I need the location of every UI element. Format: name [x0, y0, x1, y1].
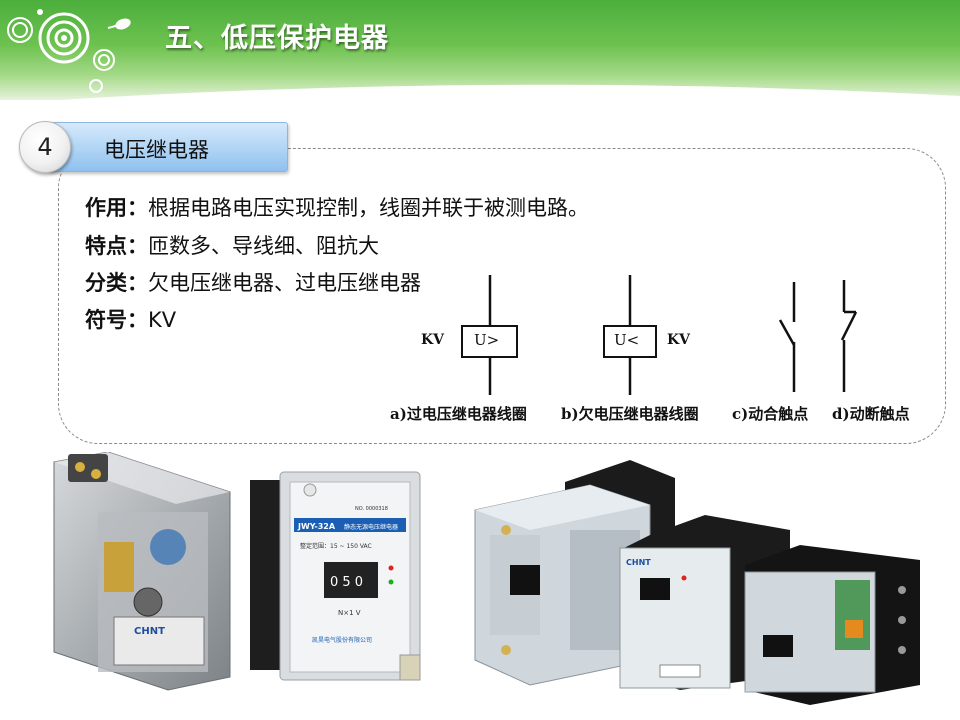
function-text: 根据电路电压实现控制，线圈并联于被测电路。 — [148, 196, 589, 220]
caption-b: b)欠电压继电器线圈 — [561, 405, 699, 423]
relay2-digits: 0 5 0 — [330, 575, 363, 590]
relay2-multiplier: N×1 V — [338, 609, 361, 617]
relay-symbols-diagram — [461, 275, 858, 395]
features-text: 匝数多、导线细、阻抗大 — [148, 234, 379, 258]
coil-a-box — [461, 325, 518, 358]
slide-header — [0, 0, 960, 100]
slide-title: 五、低压保护电器 — [165, 23, 389, 54]
caption-a: a)过电压继电器线圈 — [390, 405, 527, 423]
relay1-brand-mark: CHNT — [134, 626, 165, 637]
nc-contact-blade — [840, 311, 858, 341]
section-title: 电压继电器 — [104, 138, 209, 162]
no-contact-blade — [778, 319, 796, 346]
relay2-range: 整定范围：15 ~ 150 VAC — [300, 542, 372, 550]
function-label: 作用： — [85, 196, 148, 220]
caption-c: c)动合触点 — [732, 405, 809, 423]
features-label: 特点： — [85, 234, 148, 258]
section-number-badge: 4 — [19, 121, 71, 173]
function-line: 作用：根据电路电压实现控制，线圈并联于被测电路。 — [85, 192, 589, 222]
types-label: 分类： — [85, 271, 148, 295]
symbol-line: 符号：KV — [85, 304, 176, 334]
kv-right-label: KV — [667, 332, 691, 348]
relay2-company: 凯昊电气股份有限公司 — [312, 636, 372, 644]
symbol-text: KV — [148, 308, 177, 332]
relay-photo-group: CHNT — [474, 460, 920, 705]
types-text: 欠电压继电器、过电压继电器 — [148, 271, 421, 295]
relay-photo-electromagnetic: CHNT — [53, 452, 231, 691]
coil-a-label: U> — [474, 331, 500, 349]
kv-left-label: KV — [421, 332, 445, 348]
content-box — [58, 148, 946, 444]
header-white-arc — [59, 84, 960, 100]
relay-photo-static: NO. 0000318 JWY-32A 静态无源电压继电器 整定范围：15 ~ … — [250, 471, 421, 681]
coil-b-label: U< — [614, 331, 640, 349]
features-line: 特点：匝数多、导线细、阻抗大 — [85, 230, 379, 260]
relay2-number: NO. 0000318 — [355, 506, 388, 512]
section-title-tab: 电压继电器 — [48, 122, 288, 172]
relay2-model: JWY-32A — [297, 522, 336, 531]
types-line: 分类：欠电压继电器、过电压继电器 — [85, 267, 421, 297]
symbol-label: 符号： — [85, 308, 148, 332]
relay2-subtitle: 静态无源电压继电器 — [344, 523, 398, 531]
header-decoration-circles — [7, 9, 131, 93]
relay3-brand-mark: CHNT — [626, 558, 651, 567]
caption-d: d)动断触点 — [832, 405, 910, 423]
